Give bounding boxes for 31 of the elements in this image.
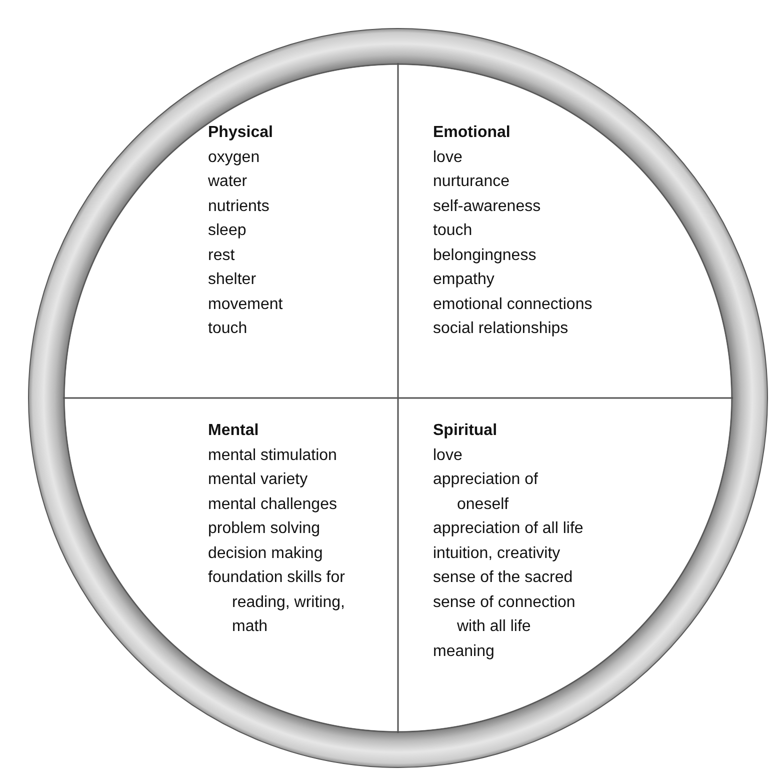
list-item: mental stimulation — [208, 446, 338, 466]
list-item: belongingness — [433, 246, 538, 266]
list-item: mental variety — [208, 470, 309, 490]
list-item: sleep — [208, 221, 248, 241]
list-item: movement — [208, 294, 284, 314]
list-item: rest — [208, 246, 236, 266]
list-item: touch — [433, 221, 474, 241]
quadrant-heading: Physical — [208, 123, 274, 143]
list-item: mental challenges — [208, 494, 338, 514]
list-item: foundation skills for reading, writing, math — [208, 568, 346, 637]
list-item: empathy — [433, 270, 496, 290]
list-item: touch — [208, 319, 248, 339]
list-item: oxygen — [208, 148, 261, 168]
quadrant-heading: Spiritual — [433, 421, 498, 441]
list-item: emotional connections — [433, 294, 594, 314]
list-item: sense of the sacred — [433, 568, 574, 588]
list-item: water — [208, 172, 248, 192]
list-item: social relationships — [433, 319, 570, 339]
list-item: shelter — [208, 270, 258, 290]
list-item: decision making — [208, 544, 324, 564]
list-item: problem solving — [208, 519, 322, 539]
list-item: appreciation of all life — [433, 519, 584, 539]
quadrant-heading: Mental — [208, 421, 260, 441]
list-item: self-awareness — [433, 196, 542, 216]
quadrant-heading: Emotional — [433, 123, 512, 143]
list-item: love — [433, 446, 464, 466]
list-item: nurturance — [433, 172, 510, 192]
list-item: meaning — [433, 642, 496, 662]
list-item: intuition, creativity — [433, 544, 562, 564]
list-item: love — [433, 148, 464, 168]
list-item: nutrients — [208, 196, 270, 216]
